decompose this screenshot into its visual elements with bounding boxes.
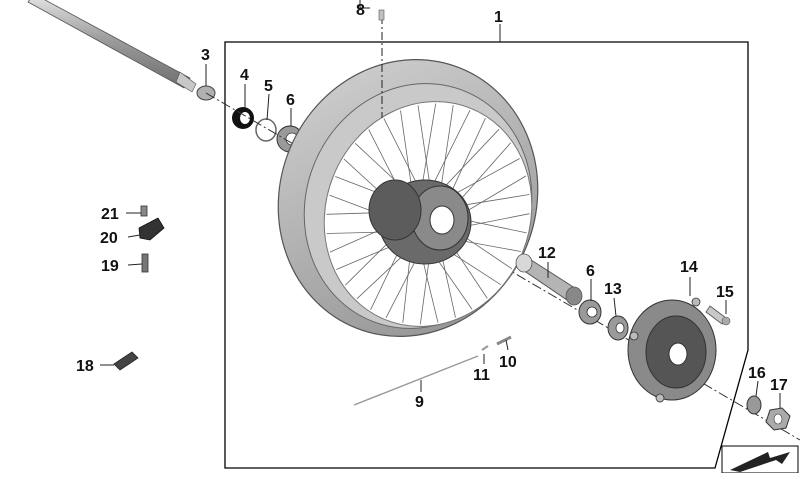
part-9-spoke — [353, 355, 479, 406]
callout-10: 10 — [499, 354, 517, 371]
callout-1: 1 — [494, 9, 503, 26]
part-4-shaft-seal — [232, 107, 254, 129]
callout-17: 17 — [770, 377, 788, 394]
callout-4: 4 — [240, 67, 249, 84]
callout-19: 19 — [101, 258, 119, 275]
callout-15: 15 — [716, 284, 734, 301]
callout-21: 21 — [101, 206, 119, 223]
part-15-bolt — [705, 305, 731, 326]
callout-5: 5 — [264, 78, 273, 95]
callout-13: 13 — [604, 281, 622, 298]
part-6-bearing-right — [578, 299, 602, 325]
part-11-nipple-small — [481, 345, 489, 351]
arrow-corner-icon — [721, 445, 799, 474]
part-17-nut — [765, 407, 791, 431]
part-10-nipple — [496, 335, 512, 346]
callout-18: 18 — [76, 358, 94, 375]
part-16-washer — [746, 395, 762, 415]
part-5-circlip — [255, 118, 277, 142]
callout-20: 20 — [100, 230, 118, 247]
part-12-spacer-sleeve — [515, 253, 583, 306]
callout-8: 8 — [356, 2, 365, 19]
callout-9: 9 — [415, 394, 424, 411]
parts-19-21-sensor — [138, 205, 165, 273]
part-8-valve — [378, 9, 385, 118]
callout-16: 16 — [748, 365, 766, 382]
callout-6-left: 6 — [286, 92, 295, 109]
callout-6-right: 6 — [586, 263, 595, 280]
callout-3: 3 — [201, 47, 210, 64]
callout-11: 11 — [473, 367, 490, 384]
axle-shaft — [27, 0, 197, 93]
callout-14: 14 — [680, 259, 698, 276]
part-18-weight — [113, 351, 139, 371]
assembly-frame — [224, 41, 749, 469]
part-13-bushing — [607, 315, 629, 341]
callout-12: 12 — [538, 245, 556, 262]
part-14-carrier — [627, 297, 717, 403]
wheel-hub — [368, 179, 472, 265]
